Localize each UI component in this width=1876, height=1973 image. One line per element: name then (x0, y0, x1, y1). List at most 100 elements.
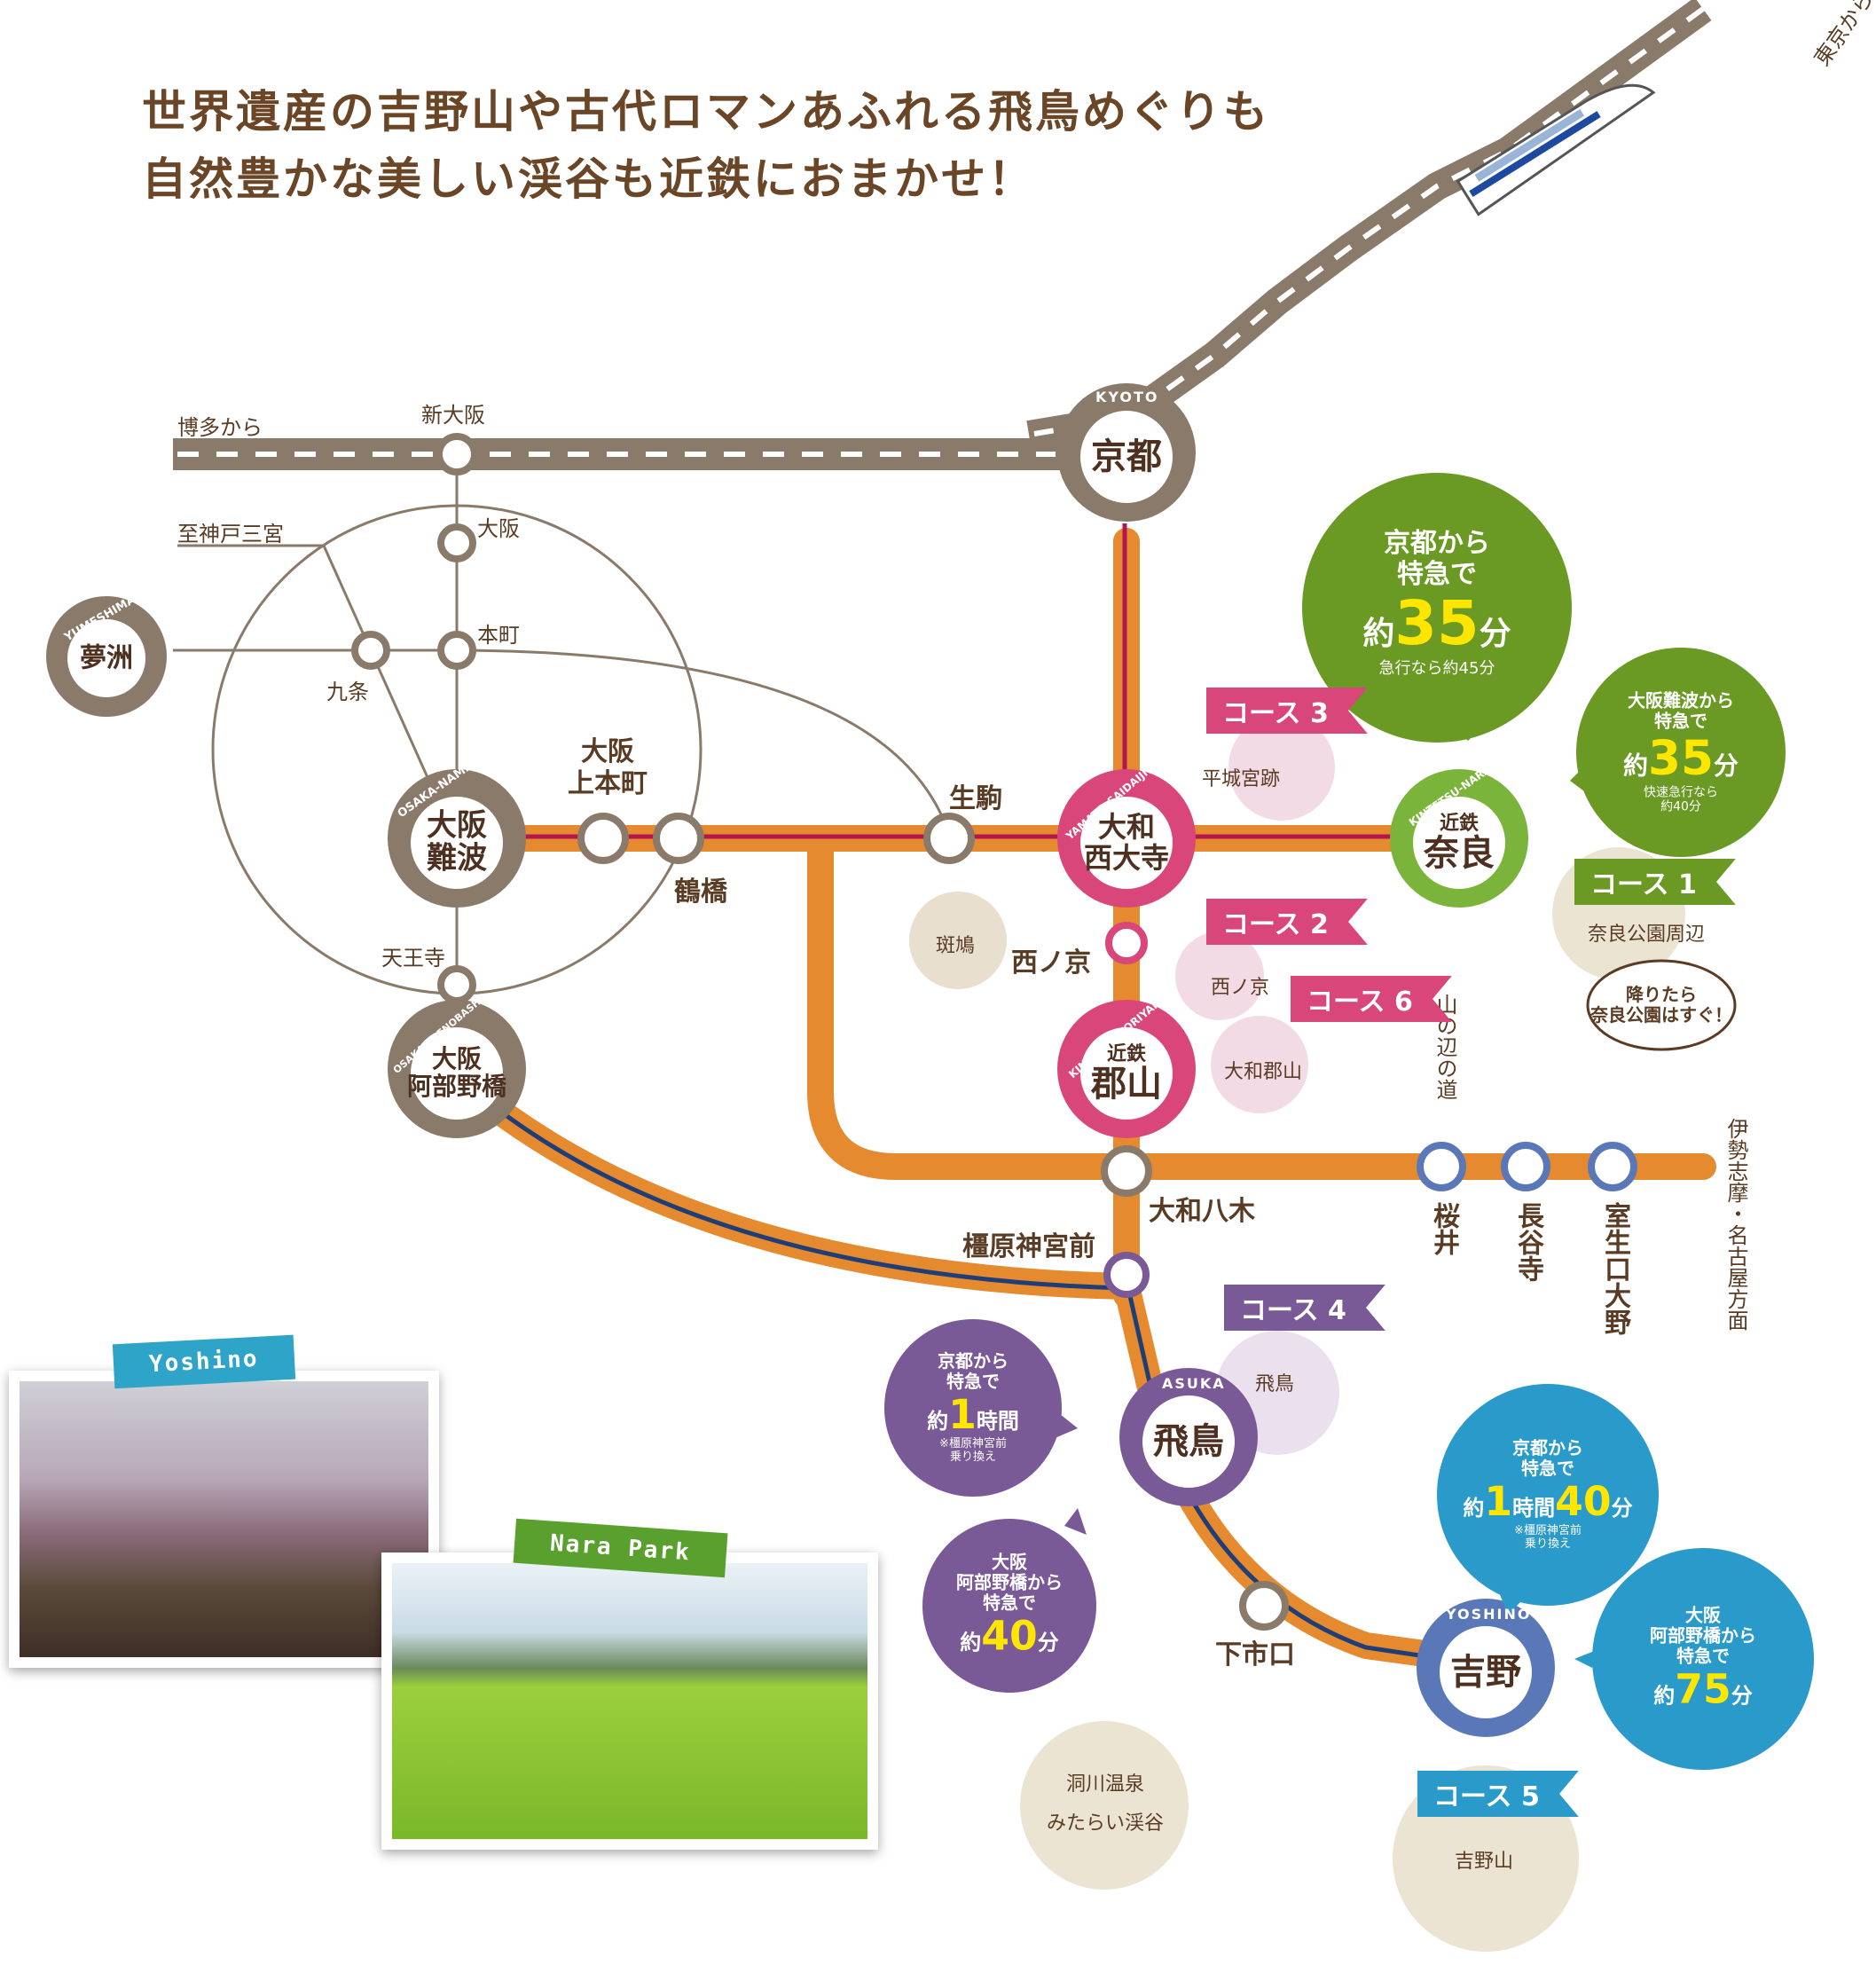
station-yumeshima[interactable]: 夢洲 (80, 642, 133, 674)
bubble-abeno-yoshino-pre: 約 (1653, 1683, 1676, 1709)
label-yamato-yagi: 大和八木 (1149, 1196, 1255, 1227)
bubble-abeno-yoshino-l2: 特急で (1676, 1645, 1730, 1667)
shinkansen-train-icon (1456, 83, 1656, 216)
spot-circle-heijo (1228, 714, 1335, 821)
station-osaka-abenobashi[interactable]: 大阪 阿部野橋 (406, 1044, 507, 1101)
small-stations-blue (1417, 1142, 1637, 1191)
bubble-namba-nara-post: 分 (1714, 751, 1739, 781)
bubble-kyoto-yoshino-post: 分 (1611, 1495, 1633, 1521)
label-tsuruhashi: 鶴橋 (674, 876, 727, 908)
major-station-rings (46, 383, 1555, 1737)
bubble-namba-nara: 大阪難波から 特急で 約35分 快速急行なら 約40分 (1592, 690, 1770, 814)
photo-nara-park-image (392, 1563, 867, 1839)
bubble-kyoto-yoshino-l2: 特急で (1521, 1457, 1574, 1479)
label-honmachi: 本町 (477, 623, 520, 648)
bubble-kyoto-nara-note: 急行なら約45分 (1378, 658, 1495, 678)
station-kashihara-dot (1103, 1252, 1150, 1298)
bubble-kyoto-asuka-post: 時間 (976, 1408, 1019, 1434)
tag-yoshino: Yoshino (112, 1334, 295, 1389)
bubble-kyoto-asuka-note: ※橿原神宮前 乗り換え (939, 1437, 1007, 1465)
spot-yoshinoyama: 吉野山 (1455, 1851, 1514, 1873)
photo-nara-park (381, 1552, 878, 1850)
bubble-abeno-asuka-l2: 特急で (983, 1592, 1036, 1614)
label-kashihara-jingumae: 橿原神宮前 (962, 1231, 1095, 1262)
spot-narapark: 奈良公園周辺 (1588, 924, 1706, 946)
bubble-namba-nara-l2: 特急で (1654, 710, 1707, 732)
spot-koriyama: 大和郡山 (1224, 1061, 1303, 1083)
spot-heijo: 平城宮跡 (1202, 768, 1281, 790)
bubble-kyoto-yoshino-num: 1 (1484, 1477, 1513, 1525)
shinkansen-line-tokyo (1026, 0, 1712, 449)
bubble-shapes (884, 473, 1814, 1770)
roman-yoshino: YOSHINO (1446, 1606, 1532, 1623)
bubble-kyoto-yoshino: 京都から 特急で 約1時間40分 ※橿原神宮前 乗り換え (1450, 1436, 1645, 1552)
bubble-kyoto-yoshino-num2: 40 (1555, 1477, 1612, 1525)
label-hasedera: 長谷寺 (1512, 1202, 1543, 1282)
bubble-namba-nara-note: 快速急行なら 約40分 (1644, 785, 1718, 814)
roman-kyoto: KYOTO (1095, 389, 1159, 405)
photo-yoshino-image (20, 1381, 428, 1657)
bubble-kyoto-asuka-num: 1 (948, 1390, 977, 1438)
bubble-kyoto-asuka: 京都から 特急で 約1時間 ※橿原神宮前 乗り換え (893, 1349, 1053, 1465)
bubble-kyoto-yoshino-mid: 時間 (1512, 1495, 1556, 1521)
bubble-abeno-asuka: 大阪 阿部野橋から 特急で 約40分 (930, 1552, 1089, 1659)
label-osaka: 大阪 (477, 516, 520, 541)
label-ise-direction: 伊勢志摩・名古屋方面 (1723, 1118, 1748, 1331)
bubble-abeno-yoshino: 大阪 阿部野橋から 特急で 約75分 (1614, 1605, 1792, 1712)
bubble-kyoto-nara-post: 分 (1479, 615, 1511, 652)
bubble-kyoto-asuka-l2: 特急で (946, 1370, 1000, 1392)
spot-circle-nishinokyo (1175, 931, 1264, 1020)
station-nishinokyo-dot (1105, 922, 1148, 964)
bubble-nara-walk: 降りたら 奈良公園はすぐ！ (1590, 984, 1732, 1026)
bubble-abeno-asuka-num: 40 (981, 1612, 1038, 1660)
course-2-flag[interactable]: コース 2 (1206, 899, 1368, 945)
bubble-kyoto-yoshino-note: ※橿原神宮前 乗り換え (1514, 1524, 1582, 1552)
bubble-namba-nara-pre: 約 (1622, 751, 1648, 781)
spot-nishinokyo: 西ノ京 (1211, 977, 1270, 999)
spot-circle-dorogawa (1020, 1721, 1189, 1890)
course-1-flag[interactable]: コース 1 (1574, 859, 1736, 905)
bubble-abeno-yoshino-num: 75 (1675, 1665, 1731, 1713)
bubble-abeno-yoshino-post: 分 (1731, 1683, 1753, 1709)
bubble-abeno-asuka-post: 分 (1037, 1630, 1059, 1655)
course-4-flag[interactable]: コース 4 (1224, 1285, 1385, 1331)
course-6-flag[interactable]: コース 6 (1291, 976, 1452, 1022)
label-nishinokyo: 西ノ京 (1011, 947, 1091, 979)
bubble-kyoto-yoshino-l1: 京都から (1512, 1436, 1583, 1458)
course-3-flag[interactable]: コース 3 (1206, 688, 1368, 734)
station-kyoto[interactable]: 京都 (1091, 436, 1162, 477)
spot-dorogawa: 洞川温泉 みたらい渓谷 (1047, 1773, 1165, 1835)
station-osaka-namba[interactable]: 大阪 難波 (427, 807, 487, 876)
bubble-abeno-asuka-pre: 約 (960, 1630, 982, 1655)
station-kintetsu-nara[interactable]: 近鉄 奈良 (1424, 813, 1495, 873)
small-stations-gray (351, 433, 1289, 1631)
label-uehonmachi: 大阪 上本町 (568, 736, 648, 799)
station-kintetsu-koriyama-name: 郡山 (1091, 1063, 1162, 1105)
station-kintetsu-nara-prefix: 近鉄 (1439, 811, 1479, 835)
station-kintetsu-koriyama-prefix: 近鉄 (1106, 1042, 1146, 1065)
course-5-flag[interactable]: コース 5 (1417, 1771, 1579, 1817)
bubble-kyoto-nara-num: 35 (1394, 588, 1480, 659)
station-yamato-saidaiji[interactable]: 大和 西大寺 (1083, 809, 1170, 875)
bubble-abeno-asuka-l1: 大阪 阿部野橋から (956, 1551, 1063, 1593)
chuo-line-arc (456, 648, 951, 835)
spot-circle-ikaruga (909, 892, 1007, 989)
bubble-kyoto-asuka-l1: 京都から (938, 1349, 1009, 1372)
spot-asuka: 飛鳥 (1255, 1373, 1295, 1395)
bubble-namba-nara-num: 35 (1647, 730, 1715, 786)
station-kintetsu-nara-name: 奈良 (1424, 832, 1495, 875)
label-hakata-direction: 博多から (177, 415, 263, 440)
bubble-kyoto-nara-l1: 京都から (1384, 527, 1490, 559)
roman-asuka: ASUKA (1162, 1375, 1226, 1392)
station-yoshino[interactable]: 吉野 (1450, 1651, 1521, 1693)
label-kujo: 九条 (326, 680, 369, 704)
headline-line1: 世界遺産の吉野山や古代ロマンあふれる飛鳥めぐりも (142, 86, 1270, 138)
station-asuka[interactable]: 飛鳥 (1153, 1420, 1224, 1462)
label-sakurai: 桜井 (1428, 1202, 1459, 1255)
spot-ikaruga: 斑鳩 (936, 935, 976, 957)
headline-line2: 自然豊かな美しい渓谷も近鉄におまかせ！ (142, 153, 1035, 205)
label-shin-osaka: 新大阪 (421, 403, 485, 428)
station-kintetsu-koriyama[interactable]: 近鉄 郡山 (1091, 1043, 1162, 1104)
bubble-kyoto-nara-pre: 約 (1362, 615, 1395, 652)
